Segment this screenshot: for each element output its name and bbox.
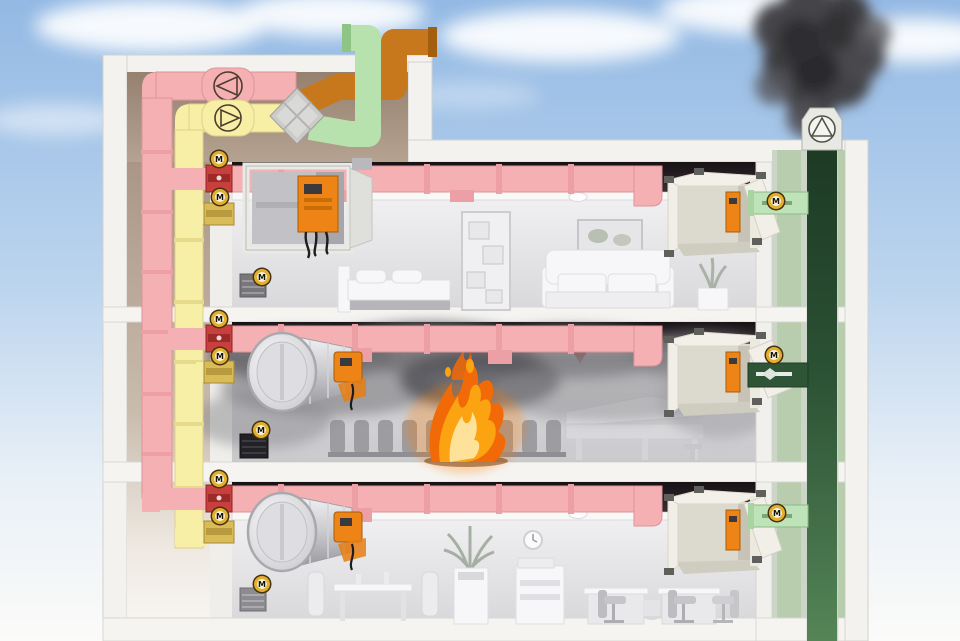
motor-badge: M	[252, 267, 272, 287]
right-outer-wall	[844, 139, 869, 641]
smoke-extract-shaft	[755, 146, 846, 641]
fresh-air-duct	[307, 25, 381, 147]
left-outer-wall	[102, 54, 128, 641]
shaft-inner-strip	[838, 150, 845, 641]
dining-table	[333, 583, 413, 592]
wall-art-frame	[577, 219, 643, 255]
motor-badge: M	[767, 503, 787, 523]
svg-text:M: M	[215, 155, 223, 164]
shaft-inner-strip	[777, 150, 801, 641]
svg-text:M: M	[772, 197, 780, 206]
bed-pillow	[355, 269, 387, 284]
svg-text:M: M	[216, 512, 224, 521]
bed-pillow	[391, 269, 423, 284]
motor-badge: M	[209, 309, 229, 329]
smoke-extract-duct	[807, 146, 837, 641]
supply-riser	[141, 97, 173, 499]
left-risers	[141, 97, 204, 549]
exhaust-outlet	[428, 27, 437, 57]
sofa-cushion	[607, 273, 657, 295]
chair	[421, 571, 439, 617]
mixing-box	[269, 87, 325, 145]
motor-badge: M	[764, 345, 784, 365]
exhaust-air-duct	[297, 29, 431, 115]
fire-damper-red	[205, 164, 233, 193]
side-table	[697, 287, 729, 311]
supply-fan-casing	[201, 67, 255, 105]
chair	[307, 571, 325, 617]
art-motif	[588, 229, 608, 243]
fresh-air-inlet	[342, 24, 351, 52]
svg-text:M: M	[770, 351, 778, 360]
copier	[515, 557, 565, 625]
svg-text:M: M	[216, 352, 224, 361]
damper-actuator	[297, 175, 339, 259]
floor1-furniture	[337, 192, 729, 313]
sofa-cushion	[557, 273, 607, 295]
damper-actuator	[333, 511, 366, 571]
motor-badge: M	[210, 346, 230, 366]
extract-fan-icon	[214, 104, 242, 132]
floor3-furniture	[307, 509, 739, 625]
motor-badge: M	[209, 149, 229, 169]
motor-badge: M	[766, 191, 786, 211]
fire-icon	[405, 350, 525, 474]
art-motif	[613, 234, 631, 246]
extract-fan-casing	[201, 99, 255, 137]
motor-badge: M	[210, 506, 230, 526]
roof-fan-icon	[808, 115, 836, 143]
penthouse-ahu	[142, 24, 437, 147]
plant	[698, 257, 728, 289]
potted-plant	[443, 526, 495, 570]
office-chair	[712, 590, 739, 623]
sofa-base	[545, 291, 671, 309]
office-chair	[668, 590, 696, 623]
svg-text:M: M	[215, 315, 223, 324]
wall-grille-floor3	[239, 587, 267, 612]
smoke-protection-damper-floor1	[242, 158, 373, 259]
svg-text:M: M	[216, 193, 224, 202]
svg-text:M: M	[215, 475, 223, 484]
svg-text:M: M	[257, 426, 265, 435]
motor-badge: M	[209, 469, 229, 489]
svg-text:M: M	[258, 273, 266, 282]
smoke-extract-box-floor2	[664, 328, 793, 418]
damper-actuator	[333, 351, 366, 411]
svg-text:M: M	[773, 509, 781, 518]
base-slab	[102, 617, 757, 641]
roof-extract-fan	[801, 107, 843, 151]
wall-grille-floor2	[239, 433, 269, 459]
round-fire-damper-floor2	[246, 331, 372, 413]
motor-badge: M	[252, 574, 272, 594]
office-desks	[583, 587, 739, 625]
actuator-cables	[304, 231, 330, 259]
motor-badges: M M M M M M M M M M M M	[209, 149, 787, 594]
shaft-damper-stub-floor2-open	[747, 362, 809, 388]
motor-badge: M	[251, 420, 271, 440]
office-chair	[598, 590, 626, 623]
shelf-lattice	[466, 221, 504, 304]
round-fire-damper-floor3	[246, 491, 372, 573]
svg-text:M: M	[258, 580, 266, 589]
motor-badge: M	[210, 187, 230, 207]
